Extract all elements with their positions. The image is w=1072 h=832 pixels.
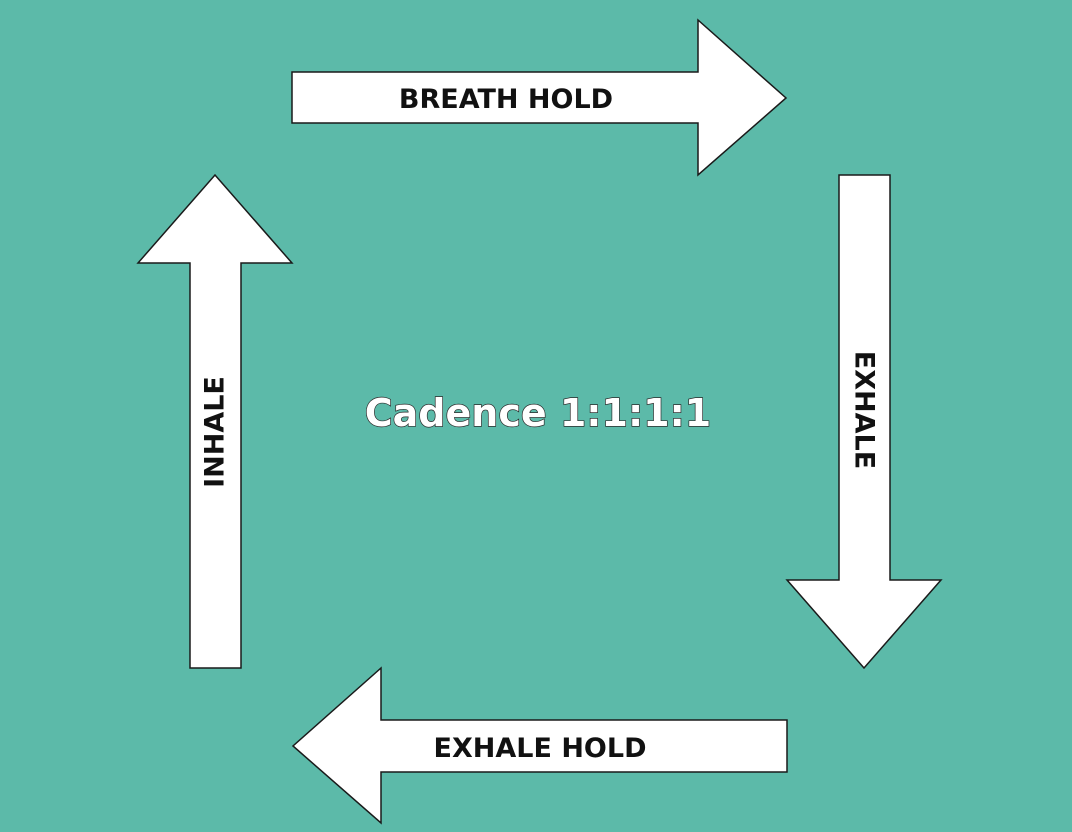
breath-hold-label: BREATH HOLD (399, 84, 613, 115)
inhale-label: INHALE (200, 376, 231, 488)
center-label: Cadence 1:1:1:1 (365, 391, 711, 435)
exhale-hold-arrow (291, 666, 788, 825)
inhale-arrow (136, 173, 294, 669)
exhale-hold-label: EXHALE HOLD (434, 733, 647, 764)
exhale-label: EXHALE (849, 351, 880, 469)
exhale-arrow (785, 174, 943, 670)
breath-hold-arrow (291, 18, 788, 177)
